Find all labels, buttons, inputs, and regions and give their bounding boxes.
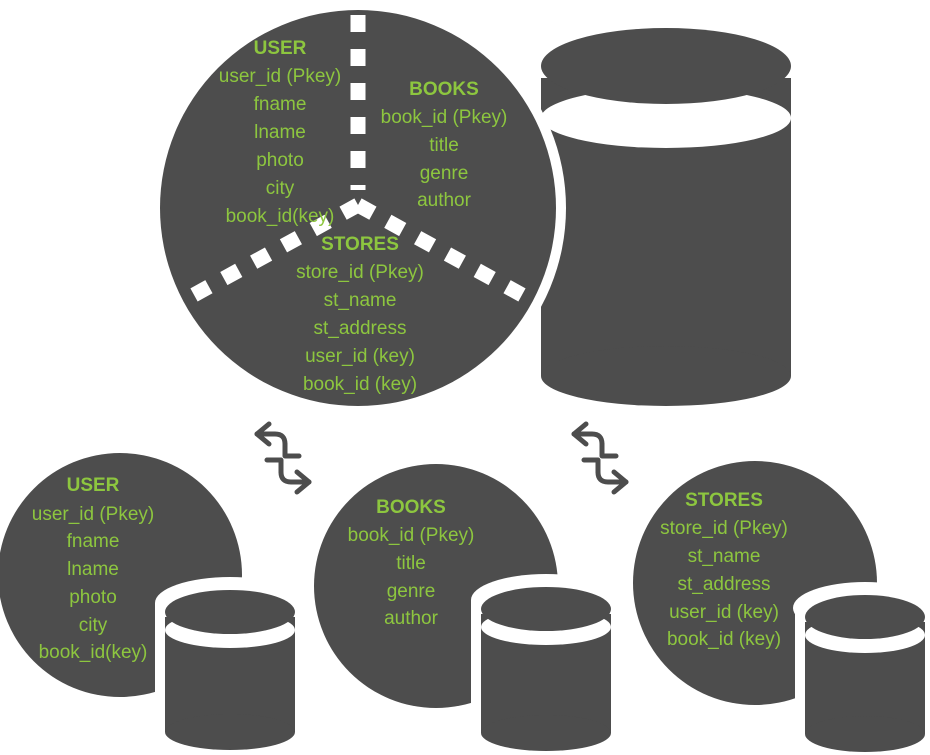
stores-shard-field: user_id (key) <box>669 602 779 623</box>
user-shard-field: city <box>79 615 108 636</box>
stores-shard: STORES store_id (Pkey) st_name st_addres… <box>633 461 930 755</box>
combined-stores-field: st_address <box>314 318 407 339</box>
combined-user-field: fname <box>254 94 307 115</box>
combined-user-field: lname <box>254 122 306 143</box>
combined-books-field: book_id (Pkey) <box>381 107 508 128</box>
user-shard-field: photo <box>69 587 117 608</box>
user-shard-field: fname <box>67 531 120 552</box>
combined-books-field: title <box>429 135 459 156</box>
user-shard: USER user_id (Pkey) fname lname photo ci… <box>0 453 305 755</box>
books-shard-field: title <box>396 553 426 574</box>
database-cylinder-icon <box>155 577 305 755</box>
combined-books-field: genre <box>420 163 469 184</box>
sync-arrows-icon <box>571 421 629 495</box>
combined-stores-field: store_id (Pkey) <box>296 262 424 283</box>
books-shard-title: BOOKS <box>376 497 446 518</box>
combined-stores-field: book_id (key) <box>303 374 417 395</box>
user-shard-field: user_id (Pkey) <box>32 504 155 525</box>
combined-schema-circle: USER user_id (Pkey) fname lname photo ci… <box>160 10 556 406</box>
combined-user-title: USER <box>254 38 307 59</box>
books-shard-field: genre <box>387 581 436 602</box>
combined-user-field: photo <box>256 150 304 171</box>
books-shard-field: author <box>384 608 439 629</box>
stores-shard-field: store_id (Pkey) <box>660 518 788 539</box>
stores-shard-field: book_id (key) <box>667 629 781 650</box>
combined-user-table: USER user_id (Pkey) fname lname photo ci… <box>219 38 342 227</box>
combined-stores-title: STORES <box>321 234 399 255</box>
database-cylinder-icon <box>471 574 621 755</box>
books-shard: BOOKS book_id (Pkey) title genre author <box>314 464 621 755</box>
combined-stores-field: st_name <box>324 290 397 311</box>
stores-shard-field: st_name <box>688 546 761 567</box>
books-shard-field: book_id (Pkey) <box>348 525 475 546</box>
user-shard-title: USER <box>67 475 120 496</box>
user-shard-field: book_id(key) <box>39 642 148 663</box>
combined-user-field: book_id(key) <box>226 206 335 227</box>
combined-stores-field: user_id (key) <box>305 346 415 367</box>
combined-user-field: user_id (Pkey) <box>219 66 342 87</box>
combined-books-table: BOOKS book_id (Pkey) title genre author <box>381 79 508 211</box>
database-cylinder-icon <box>541 28 791 406</box>
combined-books-title: BOOKS <box>409 79 479 100</box>
stores-shard-field: st_address <box>678 574 771 595</box>
sync-arrows-icon <box>254 421 312 495</box>
section-dividers <box>188 15 528 303</box>
combined-user-field: city <box>266 178 295 199</box>
user-shard-field: lname <box>67 559 119 580</box>
combined-stores-table: STORES store_id (Pkey) st_name st_addres… <box>296 234 424 395</box>
database-cylinder-icon <box>793 582 930 755</box>
combined-books-field: author <box>417 190 472 211</box>
stores-shard-title: STORES <box>685 490 763 511</box>
